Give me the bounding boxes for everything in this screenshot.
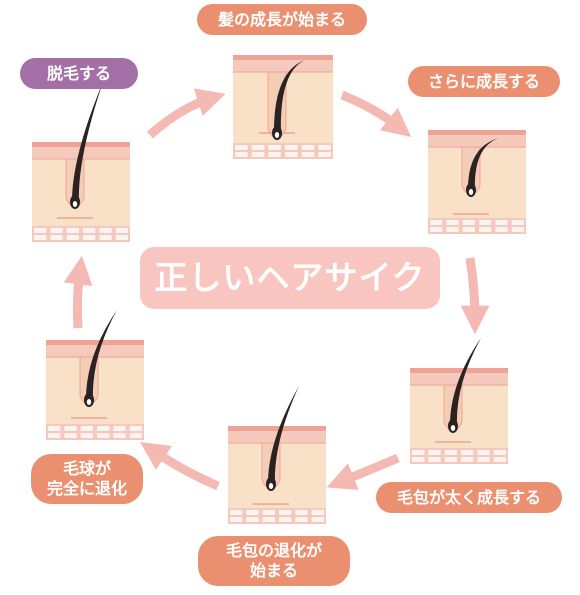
arrow-1	[146, 88, 226, 139]
stage-label-3: 毛包が太く成長する	[376, 482, 562, 513]
arrow-6	[63, 255, 93, 329]
skin-illustration-5	[46, 310, 144, 440]
stage-label-4: 毛包の退化が 始まる	[198, 536, 350, 586]
skin-illustration-2	[428, 130, 526, 234]
arrow-4	[326, 453, 400, 491]
arrow-2	[340, 90, 412, 137]
center-title: 正しいヘアサイクル	[140, 247, 440, 359]
skin-illustration-4	[228, 386, 326, 524]
arrow-3	[460, 257, 490, 335]
stage-label-6: 脱毛する	[20, 58, 138, 89]
skin-illustration-1	[233, 55, 333, 159]
stage-label-5: 毛球が 完全に退化	[31, 454, 143, 504]
skin-illustration-6	[32, 82, 130, 242]
skin-illustration-3	[410, 338, 508, 464]
arrow-5	[140, 442, 220, 491]
cycle-arrows	[63, 88, 490, 491]
stage-label-1: 髪の成長が始まる	[197, 4, 367, 35]
stage-label-2: さらに成長する	[408, 66, 560, 97]
